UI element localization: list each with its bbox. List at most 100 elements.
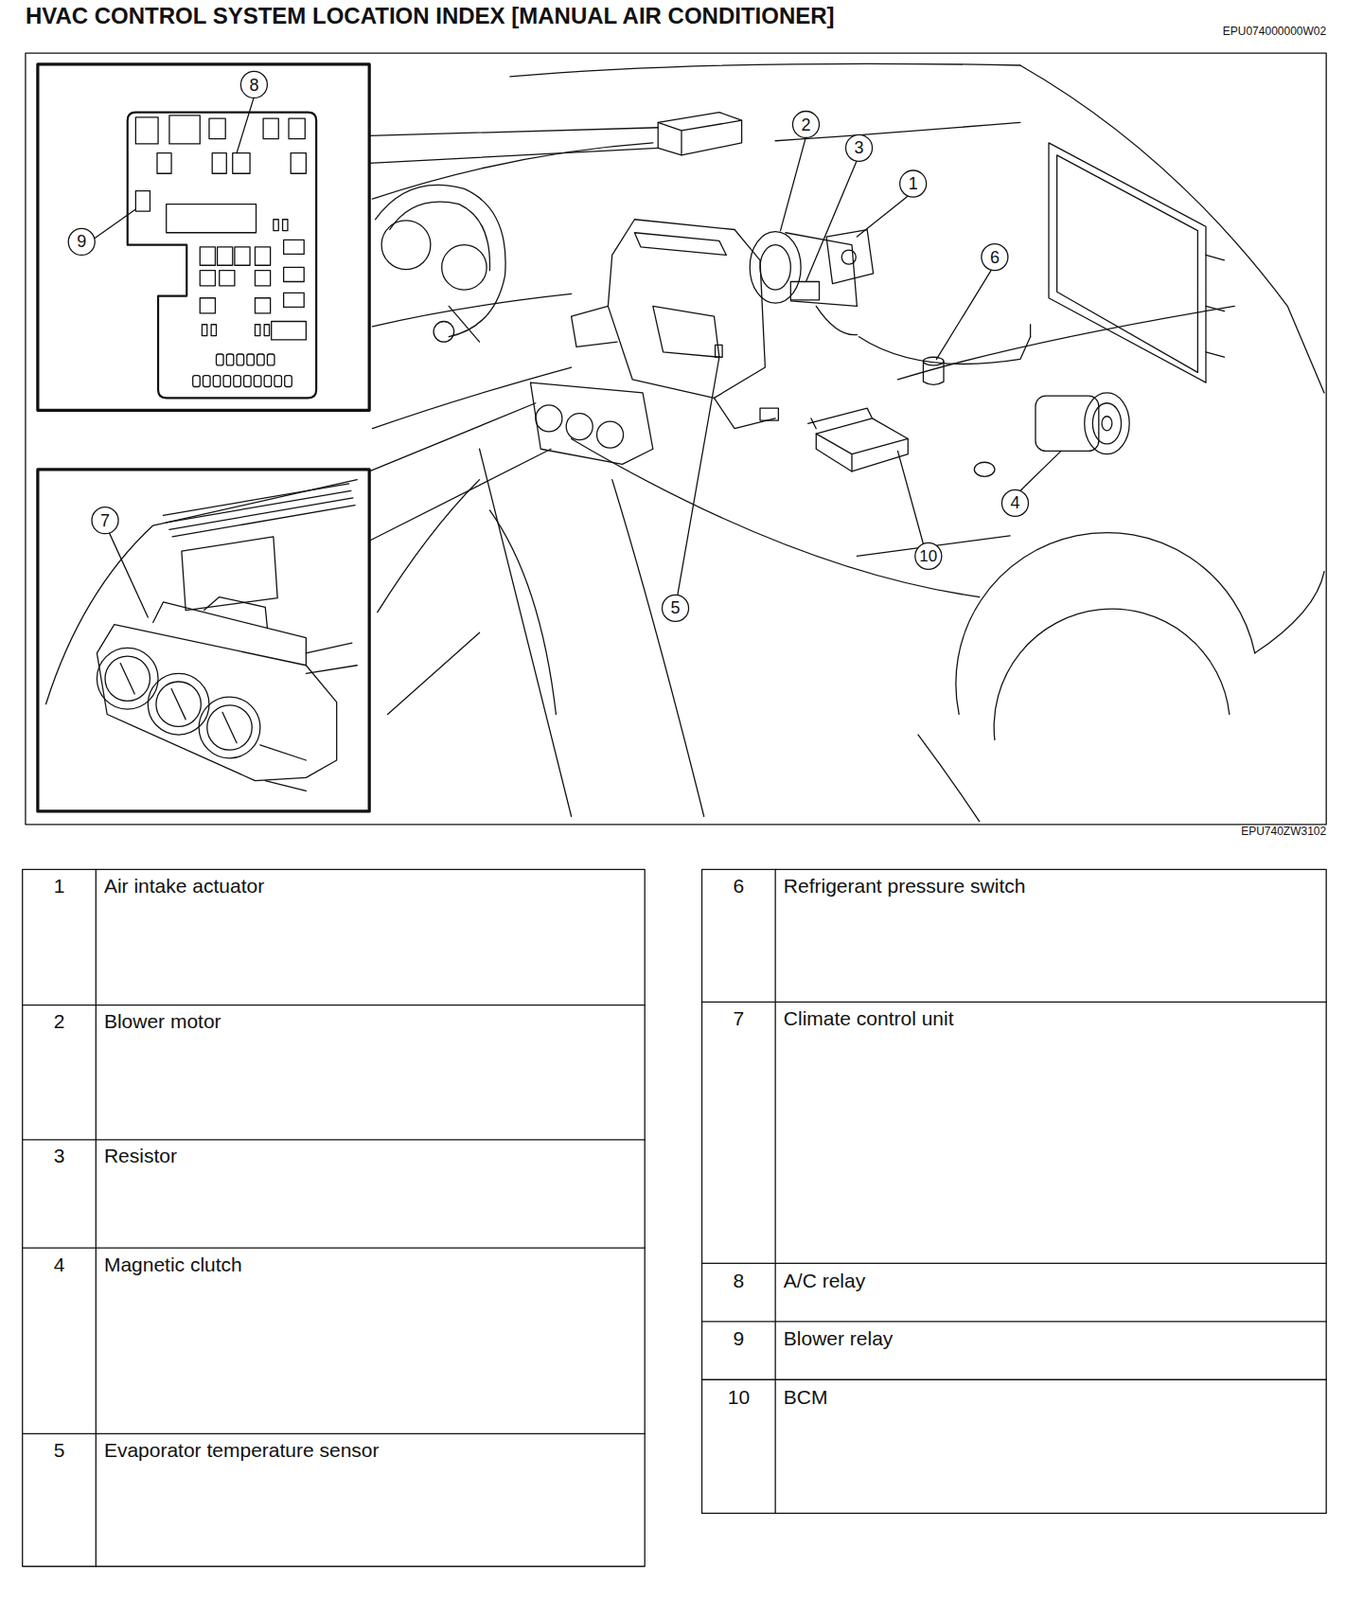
fuse-box-inset-part xyxy=(264,324,269,337)
table-cell-part: Air intake actuator xyxy=(104,875,265,896)
compressor-part xyxy=(1101,416,1113,431)
callout-circles-part xyxy=(900,170,927,197)
page-title: HVAC CONTROL SYSTEM LOCATION INDEX [MANU… xyxy=(25,4,835,28)
leader-lines-part xyxy=(856,195,908,237)
climate-control-inset-part xyxy=(171,689,186,720)
fuse-box-inset-part xyxy=(212,375,221,388)
car-outline-part xyxy=(918,734,980,822)
steering-wheel-part xyxy=(381,220,431,270)
compressor-part xyxy=(1092,403,1121,444)
car-outline-part xyxy=(510,63,1021,77)
bcm-part xyxy=(808,407,873,429)
callout-circles xyxy=(68,70,1028,621)
drawing-code: EPU074000000W02 xyxy=(1222,25,1327,37)
hvac-unit xyxy=(571,219,779,429)
car-outline-part xyxy=(388,632,480,714)
drawing xyxy=(22,53,1327,1566)
refrigerant-line-part xyxy=(1029,324,1031,337)
table-cell-number: 8 xyxy=(733,1270,745,1291)
parts-table-part xyxy=(702,868,1328,1513)
table-cell-number: 4 xyxy=(53,1254,66,1275)
fuse-box-inset-part xyxy=(369,127,658,164)
callout-number: 5 xyxy=(670,599,680,617)
fuse-box-inset-part xyxy=(233,375,242,388)
blower-motor-part xyxy=(815,305,857,335)
resistor xyxy=(790,281,819,300)
air-intake-actuator xyxy=(826,230,874,284)
climate-control-inset-part xyxy=(96,624,337,781)
callout-number: 7 xyxy=(100,512,110,530)
table-cell-part: Refrigerant pressure switch xyxy=(783,875,1027,896)
climate-control-inset-part xyxy=(530,382,653,464)
callout-number: 2 xyxy=(800,116,811,134)
climate-control-inset-part xyxy=(120,663,135,694)
parts-table-part xyxy=(22,868,645,1566)
table-cell-part: BCM xyxy=(783,1386,829,1407)
fuse-box-inset-part xyxy=(274,375,283,388)
fuse-box-inset-part xyxy=(253,375,262,388)
refrigerant-line-part xyxy=(922,356,944,366)
table-cell-number: 3 xyxy=(53,1145,66,1166)
leader-lines-part xyxy=(897,450,923,544)
blower-motor xyxy=(749,231,857,336)
fuse-box-inset-part xyxy=(226,354,234,366)
fuse-box-inset-part xyxy=(236,354,245,366)
climate-control-inset-part xyxy=(204,597,268,628)
climate-control-inset-part xyxy=(207,705,252,750)
callout-number: 1 xyxy=(908,175,919,193)
compressor xyxy=(1035,392,1130,455)
table-cell-part: Evaporator temperature sensor xyxy=(104,1439,380,1460)
hvac-unit-part xyxy=(634,232,726,256)
car-outline-part xyxy=(571,438,980,597)
fuse-block xyxy=(657,112,742,156)
fuse-box-inset-part xyxy=(212,153,227,175)
climate-control-inset-part xyxy=(37,469,370,812)
fuse-box-inset-part xyxy=(199,298,215,314)
car-outline-part xyxy=(1020,65,1325,393)
leader-lines-part xyxy=(108,532,148,618)
leader-lines-part xyxy=(936,269,992,360)
fuse-box-inset-part xyxy=(266,354,275,366)
fuse-box-inset-part xyxy=(209,118,226,140)
callout-circles-part xyxy=(1001,489,1028,516)
fuse-box-inset-part xyxy=(193,375,201,388)
bcm-part xyxy=(815,433,908,472)
table-cell-number: 6 xyxy=(733,875,745,896)
callout-circles-part xyxy=(792,110,819,138)
fuse-box-inset-part xyxy=(135,191,150,213)
leader-lines-part xyxy=(677,356,720,596)
climate-control-inset-part xyxy=(147,672,210,735)
table-cell-part: Resistor xyxy=(104,1145,178,1166)
leader-lines-part xyxy=(805,159,857,282)
evaporator-sensor-part xyxy=(715,344,724,357)
fuse-box-inset-part xyxy=(254,324,260,337)
fuse-box-inset-part xyxy=(288,118,305,140)
callout-circles-part xyxy=(981,244,1009,271)
car-outline-part xyxy=(973,461,995,477)
fuse-box-inset-part xyxy=(283,219,288,231)
table-cell-part: Blower motor xyxy=(104,1010,222,1031)
parts-table xyxy=(22,868,1327,1566)
climate-control-inset-part xyxy=(105,655,150,701)
fuse-box-inset-part xyxy=(264,375,272,388)
leader-lines-part xyxy=(93,209,136,239)
table-cell-number: 10 xyxy=(727,1386,750,1407)
callout-circles-part xyxy=(662,594,690,621)
evaporator-sensor xyxy=(715,344,724,357)
fuse-box-inset-part xyxy=(254,247,270,266)
callout-number: 4 xyxy=(1009,494,1020,512)
fuse-block-part xyxy=(657,112,742,156)
hvac-unit-part xyxy=(713,397,776,428)
car-outline-part xyxy=(897,305,1235,380)
drawing-code: EPU740ZW3102 xyxy=(1240,825,1327,837)
steering-wheel-part xyxy=(448,305,479,342)
car-outline-part xyxy=(612,479,705,817)
car-outline xyxy=(371,63,1325,821)
hvac-unit-part xyxy=(653,305,720,357)
condenser-part xyxy=(1205,254,1224,357)
resistor-part xyxy=(790,281,819,300)
table-cell-number: 5 xyxy=(53,1439,66,1460)
steering-wheel xyxy=(375,184,506,342)
table-cell-part: A/C relay xyxy=(783,1270,866,1291)
fuse-box-inset-part xyxy=(257,354,266,366)
